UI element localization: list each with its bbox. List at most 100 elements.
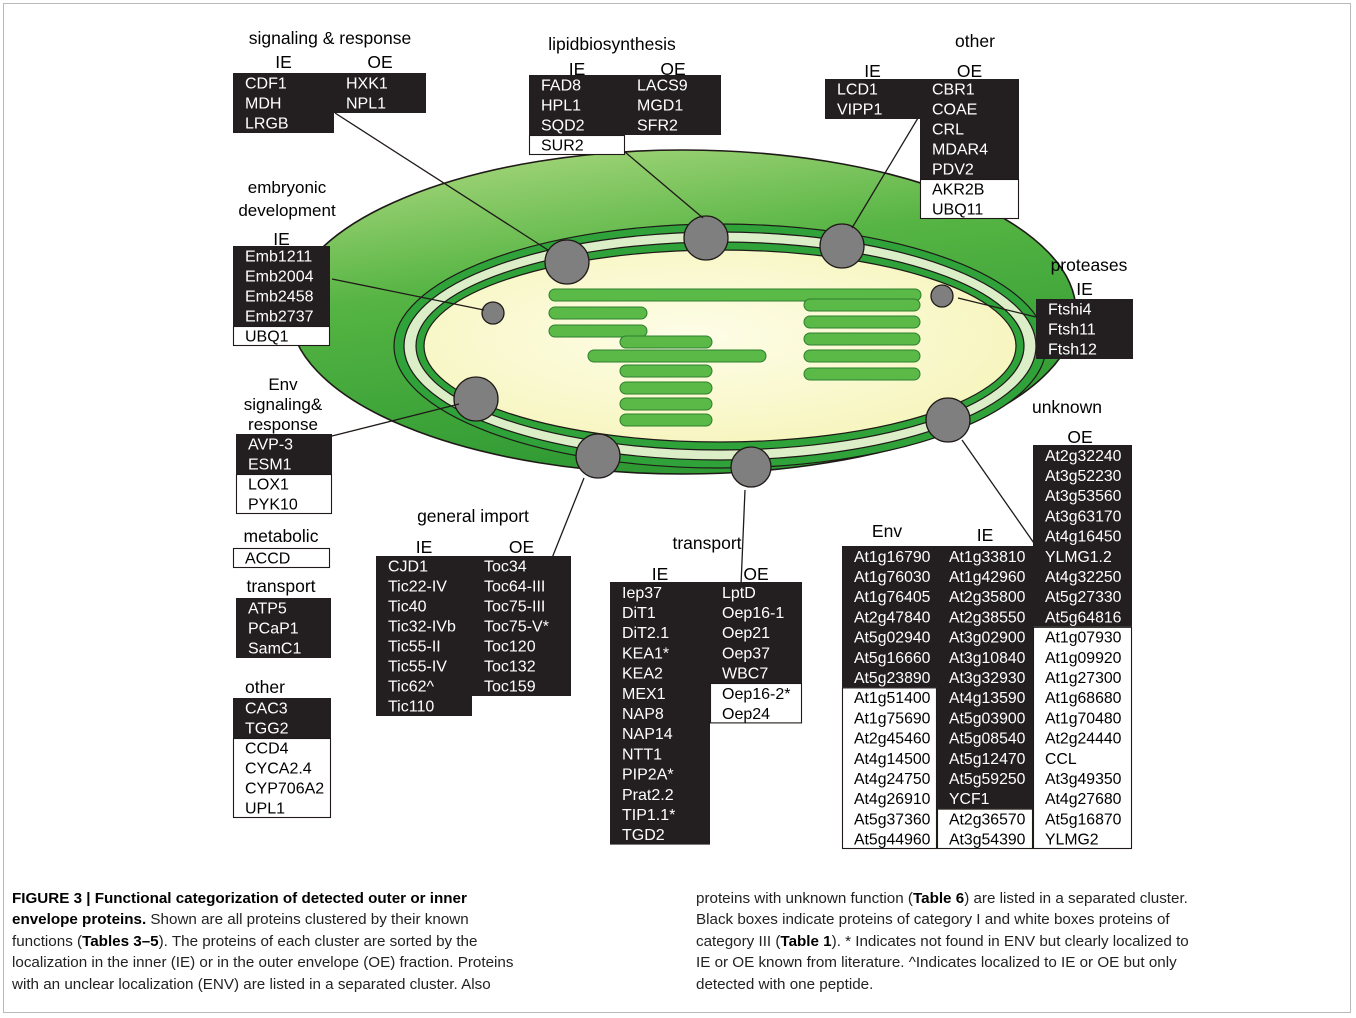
category-i-box [842,546,937,688]
protein-name: At5g08540 [949,731,1026,748]
protein-name: COAE [932,102,977,119]
protein-name: CJD1 [388,559,428,576]
category-iii-box [232,737,332,819]
protein-name: Oep21 [722,625,770,642]
caption-line: localization in the inner (IE) or in the… [12,954,514,972]
cluster-general-import: general importIECJD1Tic22-IVTic40Tic32-I… [376,506,571,716]
protein-particle [481,301,505,325]
thylakoid-disc [619,335,713,349]
protein-name: At4g16450 [1045,529,1122,546]
cluster-title: embryonic [248,178,327,197]
protein-name: PYK10 [248,497,298,514]
protein-name: Ftsh12 [1048,342,1097,359]
caption-left: FIGURE 3 | Functional categorization of … [12,888,513,995]
protein-name: At3g54390 [949,832,1026,849]
category-i-box [610,582,710,845]
connector-line [740,489,746,586]
column-header: OE [509,537,534,557]
thylakoid-disc [803,298,921,312]
column-header: IE [1076,279,1093,299]
protein-name: HPL1 [541,98,581,115]
protein-name: At2g45460 [854,731,931,748]
column-header: IE [652,564,669,584]
protein-name: ESM1 [248,457,292,474]
protein-name: Emb2458 [245,289,314,306]
protein-name: NPL1 [346,96,386,113]
protein-name: SFR2 [637,118,678,135]
protein-name: Tic55-IV [388,659,447,676]
protein-name: At3g02900 [949,630,1026,647]
protein-name: KEA2 [622,666,663,683]
protein-name: At1g42960 [949,569,1026,586]
category-i-box [236,598,331,658]
protein-name: Toc159 [484,679,536,696]
column-header: IE [416,537,433,557]
caption-line: category III (Table 1). * Indicates not … [696,932,1189,950]
protein-name: HXK1 [346,76,388,93]
protein-name: CCL [1045,751,1077,768]
thylakoid-disc [619,381,713,395]
protein-name: Toc132 [484,659,536,676]
protein-name: Prat2.2 [622,787,674,804]
protein-name: At3g52230 [1045,468,1122,485]
protein-name: DiT1 [622,605,656,622]
protein-name: At1g33810 [949,549,1026,566]
protein-name: LOX1 [248,477,289,494]
protein-name: TIP1.1* [622,807,675,824]
protein-name: At2g32240 [1045,448,1122,465]
protein-name: At5g59250 [949,771,1026,788]
category-i-box [825,79,920,119]
column-header: IE [977,525,994,545]
cluster-title: signaling & response [249,28,411,48]
protein-name: CYP706A2 [245,781,324,798]
protein-particle [544,239,590,285]
category-iii-box [1032,626,1133,850]
protein-name: At4g26910 [854,791,931,808]
protein-name: Tic110 [388,699,434,716]
protein-name: Toc75-III [484,599,545,616]
protein-name: At4g13590 [949,690,1026,707]
cluster-title: development [238,201,336,220]
protein-name: LptD [722,585,756,602]
membrane-protein-particles [453,215,971,488]
cluster-title: other [245,677,285,697]
protein-name: PIP2A* [622,767,674,784]
protein-name: LACS9 [637,78,688,95]
protein-name: MEX1 [622,686,666,703]
protein-name: At1g07930 [1045,630,1122,647]
protein-name: WBC7 [722,666,768,683]
protein-name: At5g23890 [854,670,931,687]
thylakoid-disc [619,364,713,378]
protein-name: Toc34 [484,559,527,576]
chloroplast-illustration [289,149,1077,488]
protein-name: Oep24 [722,706,770,723]
column-header: OE [660,59,685,79]
protein-name: At5g64816 [1045,609,1122,626]
protein-name: TGD2 [622,827,665,844]
connector-line [331,403,460,437]
cluster-transport-mid: transportIEIep37DiT1DiT2.1KEA1*KEA2MEX1N… [610,533,803,845]
column-header: OE [1067,427,1092,447]
category-i-box [920,79,1019,179]
connector-line [331,278,485,311]
protein-name: UBQ1 [245,329,289,346]
protein-name: At5g16870 [1045,811,1122,828]
protein-name: ACCD [245,551,290,568]
protein-name: LRGB [245,116,289,133]
protein-name: At5g44960 [854,832,931,849]
category-iii-box [841,687,938,850]
protein-name: At4g32250 [1045,569,1122,586]
thylakoid-disc [548,324,648,338]
protein-name: MDH [245,96,281,113]
caption-right: proteins with unknown function (Table 6)… [696,888,1189,995]
protein-name: ATP5 [248,601,287,618]
protein-particle [683,215,729,261]
protein-name: NAP8 [622,706,664,723]
protein-name: At1g70480 [1045,710,1122,727]
protein-name: Iep37 [622,585,662,602]
connector-line [624,151,704,219]
protein-name: At2g47840 [854,609,931,626]
